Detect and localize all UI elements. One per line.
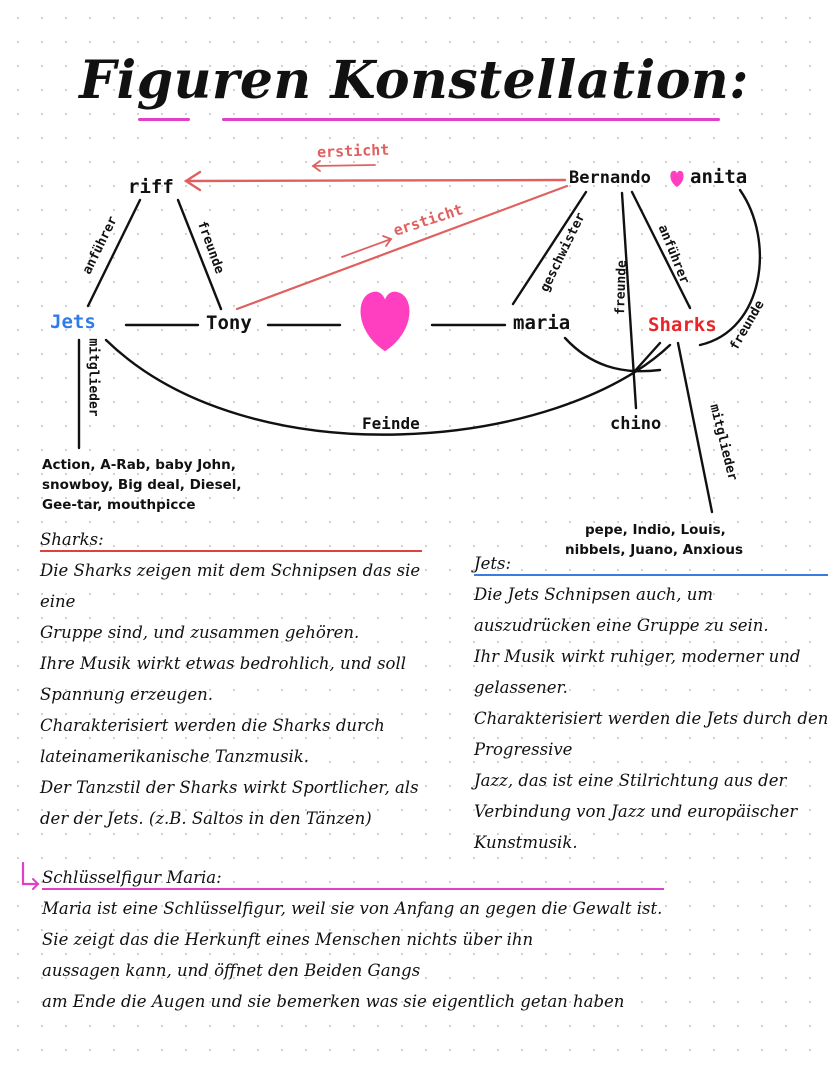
small-heart-icon [670,170,684,187]
node-jets: Jets [50,311,96,333]
jets-text-line: Die Jets Schnipsen auch, um [474,585,714,604]
section-sharks: Sharks: Die Sharks zeigen mit dem Schnip… [40,524,423,834]
node-tony: Tony [206,312,252,334]
label-mitglieder-jets: mitglieder [85,338,101,417]
jets-text-line: gelassener. [474,678,568,697]
maria-text-line: aussagen kann, und öffnet den Beiden Gan… [42,961,421,980]
maria-text-line: Sie zeigt das die Herkunft eines Mensche… [42,930,534,949]
maria-text-line: Maria ist eine Schlüsselfigur, weil sie … [42,899,663,918]
sharks-text-line: Gruppe sind, und zusammen gehören. [40,623,360,642]
label-freunde-bernando-chino: freunde [612,259,630,316]
label-feinde: Feinde [362,414,420,433]
jets-text-line: Verbindung von Jazz und europäischer [474,802,798,821]
jets-text-line: Jazz, das ist eine Stilrichtung aus der [474,771,787,790]
page-title: Figuren Konstellation: [79,50,749,111]
title-underline [138,118,190,121]
node-anita: anita [690,166,748,188]
sharks-text-line: lateinamerikanische Tanzmusik. [40,747,310,766]
ersticht-small-arrow-mid [341,235,393,258]
line-riff-jets [86,198,142,308]
sharks-text-line: Spannung erzeugen. [40,685,213,704]
maria-text-line: am Ende die Augen und sie bemerken was s… [42,992,625,1011]
label-ersticht-top: ersticht [316,140,390,162]
section-maria: Schlüsselfigur Maria: Maria ist eine Sch… [42,862,665,1017]
line-maria-bernando [511,190,588,306]
sharks-text-line: Ihre Musik wirkt etwas bedrohlich, und s… [40,654,407,673]
sharks-heading: Sharks: [40,524,423,555]
bracket-arrow-icon [21,862,40,890]
members-sharks-line: nibbels, Juano, Anxious [565,542,743,558]
members-jets: Action, A-Rab, baby John, snowboy, Big d… [42,455,242,515]
line-anita-sharks [698,188,761,347]
title-underline [222,118,720,121]
node-maria: maria [513,312,571,334]
sharks-text-line: eine [40,592,76,611]
node-bernando: Bernando [569,168,651,188]
jets-heading: Jets: [474,548,828,579]
jets-text-line: Progressive [474,740,573,759]
line-sharks-members [676,341,714,514]
members-jets-line: snowboy, Big deal, Diesel, [42,477,242,493]
maria-heading: Schlüsselfigur Maria: [42,862,665,893]
ersticht-arrow-bernando-riff [183,170,567,192]
heart-icon [360,291,410,351]
ersticht-line-tony-bernando [235,184,569,311]
members-jets-line: Action, A-Rab, baby John, [42,457,236,473]
sharks-text-line: der der Jets. (z.B. Saltos in den Tänzen… [40,809,372,828]
jets-text-line: Charakterisiert werden die Jets durch de… [474,709,828,728]
sharks-text-line: Der Tanzstil der Sharks wirkt Sportliche… [40,778,419,797]
jets-text-line: Kunstmusik. [474,833,578,852]
sharks-text-line: Die Sharks zeigen mit dem Schnipsen das … [40,561,421,580]
sharks-text-line: Charakterisiert werden die Sharks durch [40,716,385,735]
line-bernando-sharks [630,190,692,310]
jets-text-line: Ihr Musik wirkt ruhiger, moderner und [474,647,801,666]
members-jets-line: Gee-tar, mouthpicce [42,497,196,513]
ersticht-small-arrow-top [311,160,376,172]
node-sharks: Sharks [648,314,717,336]
feinde-curve-jets-sharks [104,338,672,436]
members-sharks: pepe, Indio, Louis, nibbels, Juano, Anxi… [565,520,743,560]
line-sharks-chino [632,341,662,374]
jets-text-line: auszudrücken eine Gruppe zu sein. [474,616,769,635]
node-chino: chino [610,414,662,434]
members-sharks-line: pepe, Indio, Louis, [585,522,726,538]
node-riff: riff [128,176,174,198]
section-jets: Jets: Die Jets Schnipsen auch, um auszud… [474,548,828,858]
line-maria-chino [563,336,662,373]
line-riff-tony [176,198,223,311]
